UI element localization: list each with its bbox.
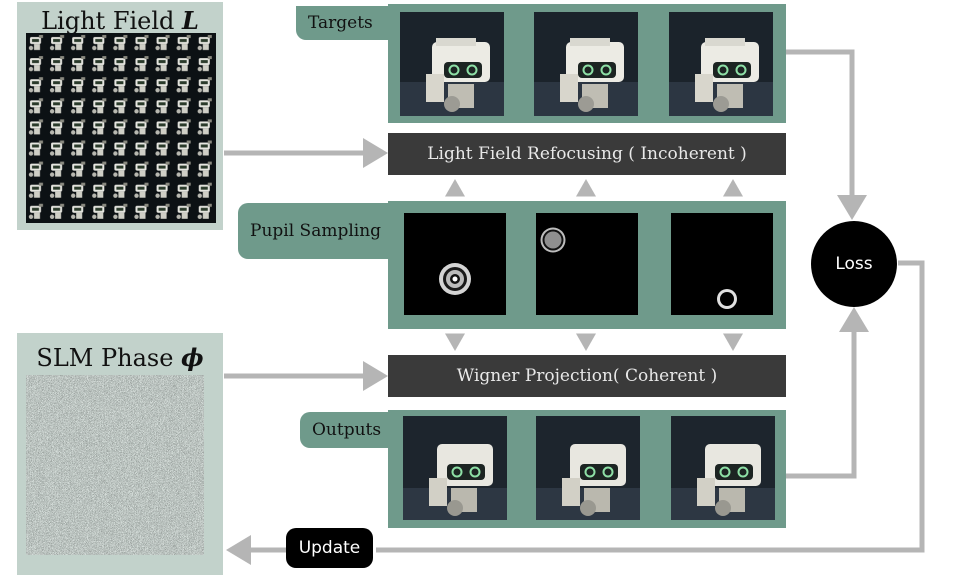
slm-phase-noise-image [26, 375, 204, 555]
update-node: Update [286, 528, 373, 568]
light-field-title: Light Field L [17, 6, 223, 35]
pupil-sampling-label: Pupil Sampling [238, 203, 394, 259]
light-field-grid-image [26, 33, 216, 223]
slm-phase-title-text: SLM Phase [36, 344, 182, 372]
slm-phase-symbol: ϕ [181, 343, 204, 372]
light-field-title-text: Light Field [41, 7, 183, 35]
wigner-projection-bar: Wigner Projection( Coherent ) [388, 355, 786, 397]
light-field-panel: Light Field L [17, 2, 223, 230]
target-image-2 [534, 12, 638, 116]
target-image-1 [400, 12, 504, 116]
output-image-3 [671, 416, 775, 520]
light-field-symbol: L [182, 6, 199, 35]
arrow-targets-to-loss [786, 49, 867, 220]
pupil-pattern-3 [671, 213, 773, 315]
targets-label: Targets [296, 6, 396, 40]
light-field-refocusing-bar: Light Field Refocusing ( Incoherent ) [388, 133, 786, 175]
pupil-pattern-1 [404, 213, 506, 315]
output-image-1 [403, 416, 507, 520]
slm-phase-title: SLM Phase ϕ [17, 343, 223, 372]
pupil-pattern-2 [536, 213, 638, 315]
arrow-outputs-to-loss [786, 307, 869, 479]
outputs-label: Outputs [300, 412, 396, 448]
target-image-3 [669, 12, 773, 116]
slm-phase-panel: SLM Phase ϕ [17, 333, 223, 575]
loss-node: Loss [811, 221, 897, 307]
output-image-2 [536, 416, 640, 520]
